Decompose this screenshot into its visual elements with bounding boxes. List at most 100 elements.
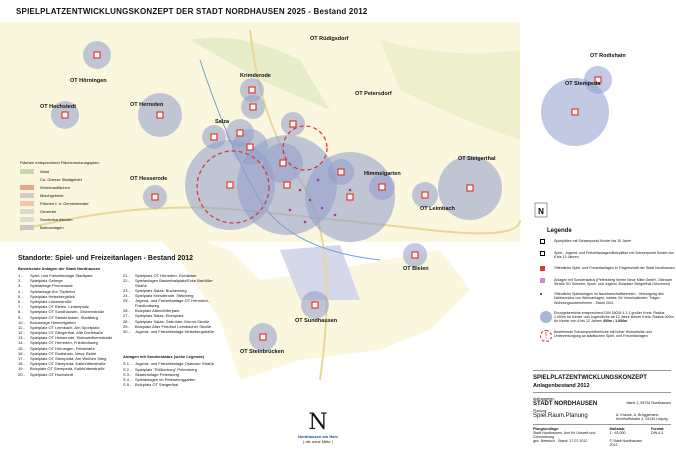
landuse-swatch	[20, 168, 34, 174]
standort-number: S 5 -	[123, 382, 132, 388]
standort-item: 17 -Spielplatz OT Stempeda, Am Weißen St…	[18, 356, 113, 362]
playground-marker[interactable]	[283, 181, 291, 189]
standort-item: 29 -Bolzplatz Alter Friedhof Leimbacher …	[123, 324, 218, 330]
standort-number: 14 -	[18, 340, 25, 346]
standort-name: Jugend- und Freizeitanlage Helsebergstra…	[135, 328, 215, 334]
playground-marker[interactable]	[248, 86, 256, 94]
landuse-swatch	[20, 224, 34, 230]
tb-title: SPIELPLATZENTWICKLUNGSKONZEPT	[533, 375, 647, 381]
landuse-label: Ca. Grenze Stadtgebiet	[40, 176, 82, 182]
playground-marker[interactable]	[226, 181, 234, 189]
landuse-label: Bahnanlagen	[40, 224, 64, 230]
playground-marker[interactable]	[93, 51, 101, 59]
playground-marker[interactable]	[151, 193, 159, 201]
standort-number: 19 -	[18, 366, 25, 372]
playground-marker[interactable]	[236, 129, 244, 137]
standort-name: Spielplatz OT Steigerthal, Alte Dorfstra…	[30, 330, 104, 336]
standort-item: 9 -Spielplatz OT Steinbrücken, Stadtberg	[18, 315, 113, 321]
landuse-label: Mischgebiete	[40, 192, 64, 198]
standort-name: Bolzanlage Himmelgarten	[30, 319, 76, 325]
standort-name: Spielplatz OT Hörningen, Feldstraße	[30, 345, 95, 351]
standort-item: S 3 -Skateranlage Petersberg	[123, 372, 218, 378]
standort-name: Bolzplatz OT Steigerthal	[135, 382, 179, 388]
forest-area	[190, 37, 330, 110]
legend-text: Bestehende Schwerpunktbereiche mit hoher…	[554, 330, 652, 339]
standort-item: 26 -Bolzplatz Altendörferpark	[123, 309, 218, 314]
landuse-item: Ca. Grenze Stadtgebiet	[20, 175, 100, 183]
place-label: OT Stempeda	[565, 81, 601, 87]
playground-marker[interactable]	[594, 76, 602, 84]
black-square-icon	[540, 251, 554, 259]
playground-marker[interactable]	[411, 251, 419, 259]
playground-marker[interactable]	[289, 120, 297, 128]
standort-number: 23 -	[123, 287, 130, 293]
landuse-legend: Flächen entsprechend Flächennutzungsplan…	[20, 160, 100, 231]
pink-square-icon	[540, 277, 554, 286]
standort-number: 21 -	[123, 273, 130, 278]
place-label: OT Rodishain	[590, 53, 626, 59]
standort-item: 3 - Spielanlage Promenade	[18, 284, 113, 289]
standort-number: 28 -	[123, 318, 130, 324]
landuse-item: Bahnanlagen	[20, 223, 100, 231]
standort-item: 7 -Spielplatz OT Bielen, Lindenplatz	[18, 305, 113, 310]
standort-name: Spielanlage Am Töpfertor	[30, 288, 76, 294]
place-label: OT Petersdorf	[355, 91, 392, 97]
standort-number: 10 -	[18, 319, 25, 325]
legend-item: Spiel-, Jugend- und Freizeitanlagen/Bolz…	[540, 251, 675, 259]
place-label: OT Steigerthal	[458, 156, 496, 162]
standort-item: 16 -Spielplatz OT Rodishain, Neue Reihe	[18, 350, 113, 357]
standort-item: 4 - Spielanlage Am Töpfertor	[18, 288, 113, 295]
legend-text: Öffentliche Spiel- und Freizeitanlagen i…	[554, 265, 675, 270]
standort-item: S 4 -Spielanlagen im Petersberggarten	[123, 377, 218, 383]
legend-text: Spielplätze mit Schwerpunkt Kinder bis 1…	[554, 239, 632, 243]
standort-item: S 2 -Spielplatz "Rößlerburg" Petersberg	[123, 367, 218, 373]
tb-scale: 1 : 63.000	[609, 431, 626, 435]
landuse-label: Sonderbauflächen	[40, 216, 73, 222]
standort-item: 1 -Spiel- und Freizeitanlage Stadtpark	[18, 273, 113, 279]
playground-marker[interactable]	[156, 111, 164, 119]
standort-number: 1 -	[18, 273, 23, 278]
standort-item: 19 -Bolzplatz OT Stempeda, Kalkhüttenstr…	[18, 367, 113, 372]
red-square-icon	[540, 265, 554, 272]
standort-name: Spielplatz OT Bielen, Lindenplatz	[30, 304, 89, 310]
standort-number: 3 -	[18, 283, 23, 289]
standort-number: 5 -	[18, 293, 23, 299]
standort-number: 16 -	[18, 350, 25, 356]
standort-name: Jugend- und Freizeitanlage Ostrower Stra…	[135, 361, 214, 367]
standort-item: 20 -Spielplatz OT Hochstedt	[18, 372, 113, 378]
playground-marker[interactable]	[61, 111, 69, 119]
standort-item: 23 - Spielplatz Salza, Buchenweg	[123, 287, 218, 294]
standort-number: 11 -	[18, 324, 25, 330]
playground-marker[interactable]	[210, 133, 218, 141]
playground-marker[interactable]	[378, 183, 386, 191]
standort-item: 28 -Spielplatz Salza, Gebrüder-Grimm-Str…	[123, 318, 218, 325]
radius-large: 1.000m	[615, 319, 628, 324]
playground-marker[interactable]	[346, 193, 354, 201]
standort-name: Spielplatz Salza, Buchenweg	[135, 287, 187, 293]
logo-slogan: | die neue Mitte |	[303, 439, 333, 444]
standort-item: S 5 -Bolzplatz OT Steigerthal	[123, 383, 218, 388]
landuse-heading: Flächen entsprechend Flächennutzungsplan…	[20, 160, 100, 165]
playground-marker[interactable]	[337, 168, 345, 176]
playground-marker[interactable]	[249, 103, 257, 111]
legend-item: !Bestehende Schwerpunktbereiche mit hohe…	[540, 330, 675, 343]
legend-text: Öffentliche Spielanlagen im Nachbarschaf…	[554, 292, 664, 305]
tb-planner: Spiel.Raum.Planung	[533, 413, 588, 419]
playground-marker[interactable]	[571, 108, 579, 116]
playground-marker[interactable]	[311, 301, 319, 309]
standort-name: Spielplatz Salza, Ebenplatz	[135, 313, 184, 319]
playground-marker[interactable]	[279, 159, 287, 167]
playground-marker[interactable]	[259, 333, 267, 341]
standort-name: Spielanlage Promenade	[30, 283, 73, 289]
standort-number: 4 -	[18, 288, 23, 294]
place-label: OT Herreden	[130, 102, 164, 108]
playground-marker[interactable]	[246, 143, 254, 151]
landuse-label: Wohnbauflächen	[40, 184, 70, 190]
standort-item: 30 -Jugend- und Freizeitanlage Helseberg…	[123, 328, 218, 335]
sonder-title: Anlagen mit Sonderstatus (siehe Legende)	[123, 354, 205, 360]
tb-format: DIN A 3	[651, 431, 664, 435]
landuse-item: Mischgebiete	[20, 191, 100, 199]
playground-marker[interactable]	[466, 184, 474, 192]
playground-marker[interactable]	[421, 191, 429, 199]
